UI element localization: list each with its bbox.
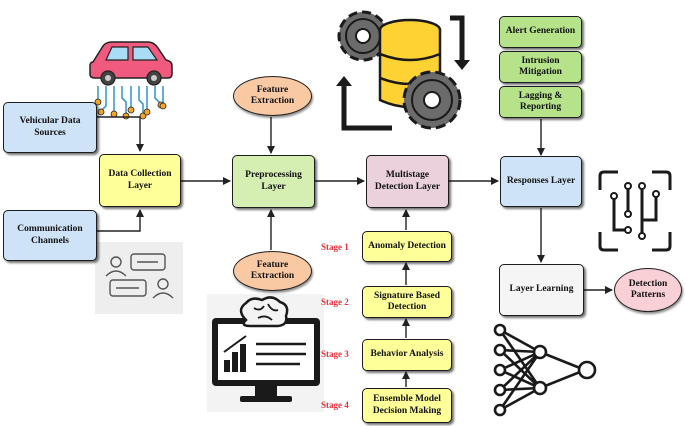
preprocessing-layer-node: Preprocessing Layer — [232, 155, 315, 208]
edge-vehicular-to-collection — [97, 116, 144, 152]
communication-channels-node: Communication Channels — [3, 210, 97, 261]
database-gears-icon — [336, 10, 470, 131]
signature-based-detection-node: Signature Based Detection — [362, 286, 452, 318]
detection-patterns-node: Detection Patterns — [614, 268, 682, 312]
layer-learning-node: Layer Learning — [499, 264, 584, 316]
chat-users-icon — [95, 242, 183, 314]
vehicular-data-sources-node: Vehicular Data Sources — [3, 102, 97, 153]
stage-4-label: Stage 4 — [321, 400, 349, 410]
fingerprint-scan-icon — [598, 170, 672, 252]
neural-network-icon — [493, 323, 597, 417]
stage-1-label: Stage 1 — [321, 242, 349, 252]
feature-extraction-top-node: Feature Extraction — [233, 76, 312, 116]
ai-monitor-icon — [207, 294, 324, 412]
alert-generation-node: Alert Generation — [499, 16, 582, 48]
lagging-reporting-node: Lagging & Reporting — [499, 86, 582, 118]
edge-comm-to-collection — [97, 209, 144, 232]
responses-layer-node: Responses Layer — [500, 156, 582, 207]
car-network-icon — [89, 41, 173, 120]
stage-2-label: Stage 2 — [321, 297, 349, 307]
feature-extraction-bottom-node: Feature Extraction — [233, 251, 312, 291]
ensemble-model-node: Ensemble Model Decision Making — [362, 388, 452, 423]
anomaly-detection-node: Anomaly Detection — [362, 231, 452, 262]
multistage-detection-layer-node: Multistage Detection Layer — [366, 155, 449, 208]
intrusion-mitigation-node: Intrusion Mitigation — [499, 51, 582, 83]
stage-3-label: Stage 3 — [321, 349, 349, 359]
behavior-analysis-node: Behavior Analysis — [362, 339, 452, 371]
data-collection-layer-node: Data Collection Layer — [99, 154, 181, 207]
